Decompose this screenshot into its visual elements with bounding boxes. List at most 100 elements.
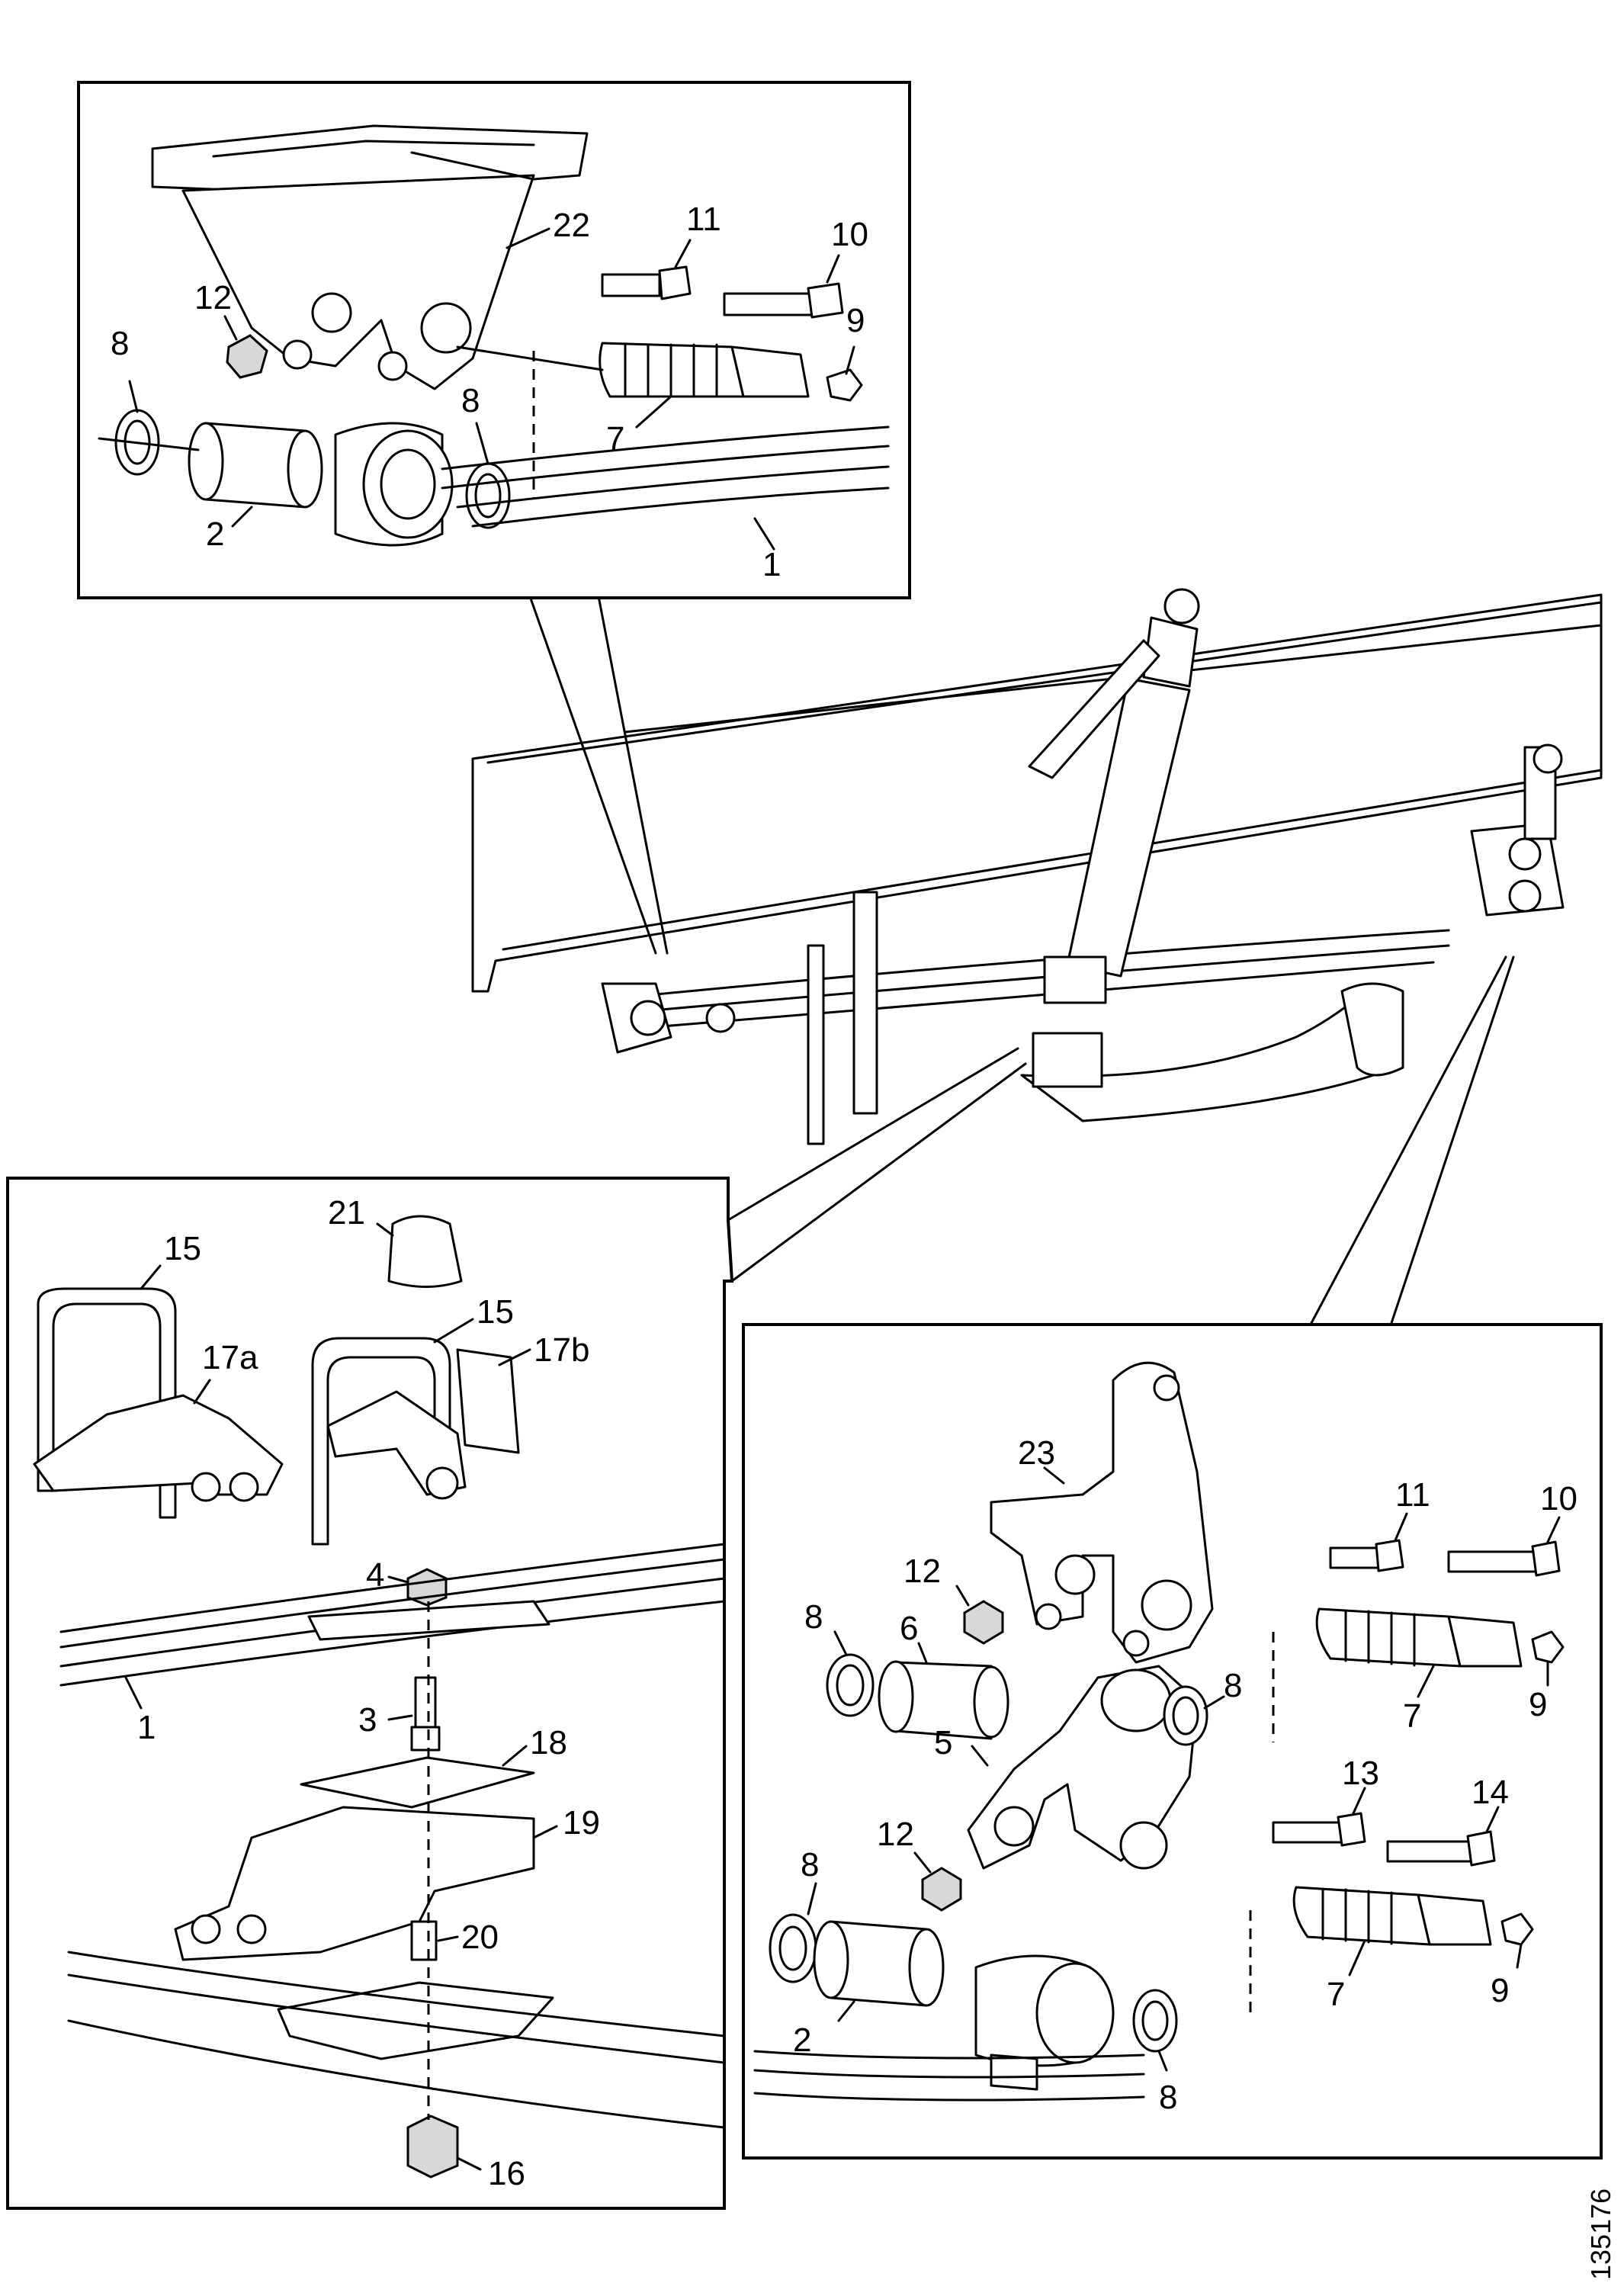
leader-line — [502, 1745, 528, 1767]
nut-16 — [406, 2115, 459, 2179]
callout-21: 21 — [328, 1194, 365, 1231]
leader-line — [837, 2000, 855, 2022]
leader-line — [727, 1047, 1019, 1222]
spring-eye — [974, 1954, 1115, 2091]
spring-pin-7 — [1292, 1886, 1492, 1946]
spring-hanger-23 — [990, 1361, 1214, 1664]
bolt-3 — [410, 1676, 441, 1752]
leader-line — [1203, 1695, 1225, 1710]
plate-18 — [300, 1756, 535, 1809]
bracket-17a — [33, 1394, 284, 1502]
leader-line — [1546, 1516, 1561, 1543]
bolt-10 — [1447, 1540, 1561, 1577]
leader-line — [1310, 955, 1507, 1325]
callout-7: 7 — [606, 420, 624, 458]
leader-line — [1157, 2050, 1168, 2072]
top-detail-box: 22 11 10 12 9 8 8 7 2 1 — [77, 81, 911, 955]
callout-13: 13 — [1342, 1755, 1379, 1792]
bolt-14 — [1386, 1830, 1496, 1867]
callout-22: 22 — [553, 207, 590, 244]
spring-pin-7 — [1315, 1607, 1523, 1668]
callout-11: 11 — [1395, 1476, 1430, 1514]
callout-10: 10 — [831, 216, 868, 253]
bush-20 — [410, 1920, 438, 1961]
leaf-spring-1 — [441, 425, 890, 528]
leader-line — [128, 380, 139, 413]
callout-12: 12 — [194, 279, 232, 316]
leader-line — [124, 1676, 143, 1710]
leader-line — [807, 1882, 817, 1915]
leader-line — [826, 254, 840, 284]
nut-12 — [921, 1867, 962, 1912]
callout-9: 9 — [1491, 1972, 1509, 2009]
leader-line — [913, 1851, 932, 1874]
callout-4: 4 — [366, 1556, 384, 1594]
callout-16: 16 — [488, 2155, 525, 2192]
callout-1: 1 — [762, 546, 781, 583]
callout-8: 8 — [111, 325, 129, 362]
bolt-11 — [1329, 1539, 1404, 1572]
leader-line — [1485, 1806, 1500, 1833]
callout-8: 8 — [1159, 2079, 1177, 2116]
bolt-13 — [1272, 1812, 1366, 1847]
leader-line — [1394, 1512, 1408, 1542]
callout-9: 9 — [1529, 1686, 1547, 1723]
drawing-reference-number: 135176 — [1585, 2188, 1616, 2280]
leader-line — [140, 1264, 162, 1290]
leader-line — [833, 1630, 848, 1656]
leader-line — [528, 595, 657, 955]
callout-9: 9 — [846, 302, 865, 339]
bottom-left-detail-box: 21 15 15 17a 17b 4 3 1 18 19 20 16 — [6, 1047, 1027, 2210]
bushing-6 — [878, 1660, 1009, 1740]
callout-8: 8 — [804, 1598, 823, 1636]
callout-8: 8 — [461, 382, 480, 419]
leader-line — [673, 239, 692, 270]
spring-pin-7 — [599, 342, 810, 398]
callout-17a: 17a — [202, 1339, 258, 1376]
leader-line — [730, 1062, 1027, 1283]
callout-10: 10 — [1540, 1480, 1577, 1517]
bushing-2 — [813, 1920, 945, 2007]
callout-2: 2 — [206, 515, 224, 553]
callout-11: 11 — [686, 201, 721, 238]
bolt-11 — [601, 265, 692, 300]
callout-5: 5 — [934, 1724, 952, 1761]
callout-8: 8 — [801, 1846, 819, 1883]
leader-line — [193, 1379, 211, 1405]
leader-line — [971, 1745, 989, 1767]
callout-7: 7 — [1327, 1976, 1345, 2013]
leader-line — [597, 595, 669, 955]
bottom-right-detail-box: 23 11 10 12 8 6 8 7 9 13 14 5 8 12 2 7 9… — [742, 955, 1603, 2160]
leader-line — [387, 1714, 413, 1721]
callout-19: 19 — [563, 1804, 600, 1842]
leader-line — [1390, 955, 1515, 1325]
leader-line — [955, 1585, 970, 1607]
leader-line — [231, 506, 253, 528]
leader-line — [387, 1575, 409, 1584]
callout-15: 15 — [164, 1230, 201, 1267]
grease-nipple-9 — [1500, 1912, 1534, 1946]
bolt-10 — [723, 282, 844, 319]
callout-1: 1 — [137, 1709, 156, 1746]
leader-line — [635, 395, 672, 429]
leader-line — [475, 422, 489, 465]
callout-2: 2 — [793, 2021, 811, 2059]
spring-bracket-22 — [151, 124, 589, 390]
leader-line — [1516, 1943, 1523, 1969]
leader-line — [223, 315, 238, 341]
callout-8: 8 — [1224, 1667, 1242, 1704]
u-bolt-15 — [37, 1287, 177, 1519]
callout-3: 3 — [358, 1701, 377, 1739]
callout-15: 15 — [477, 1293, 514, 1331]
nut-12 — [963, 1600, 1004, 1645]
callout-7: 7 — [1403, 1697, 1421, 1735]
callout-12: 12 — [903, 1553, 941, 1590]
leader-line — [456, 2156, 482, 2171]
callout-20: 20 — [461, 1919, 499, 1956]
leader-line — [1043, 1466, 1065, 1485]
bushing-2 — [188, 422, 323, 509]
callout-18: 18 — [530, 1724, 567, 1761]
bracket-17b — [326, 1348, 520, 1500]
spring-eye — [334, 422, 454, 547]
